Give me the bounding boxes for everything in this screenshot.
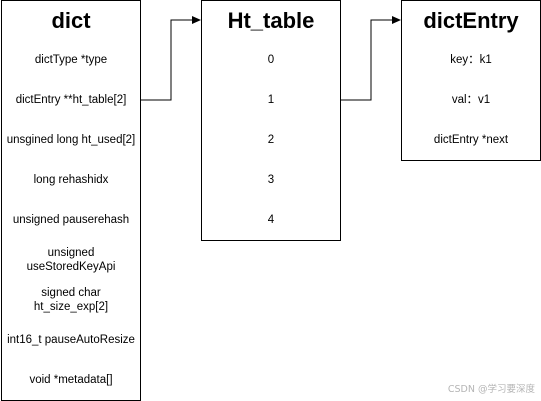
dict-field-ht-size-exp-text: signed char ht_size_exp[2] bbox=[33, 287, 109, 313]
ht-table-slot-3-text: 3 bbox=[267, 174, 275, 186]
dict-field-metadata: void *metadata[] bbox=[1, 360, 141, 401]
dict-field-metadata-text: void *metadata[] bbox=[29, 374, 113, 386]
ht-table-slot-0-text: 0 bbox=[267, 54, 275, 66]
dict-field-ht-used-text: unsgined long ht_used[2] bbox=[6, 134, 136, 146]
ht-table-slot-3: 3 bbox=[201, 160, 341, 201]
ht-table-slot-2-text: 2 bbox=[267, 134, 275, 146]
dict-field-ht-table: dictEntry **ht_table[2] bbox=[1, 80, 141, 121]
dict-field-pauserehash: unsigned pauserehash bbox=[1, 200, 141, 241]
dict-field-pauserehash-text: unsigned pauserehash bbox=[12, 214, 130, 226]
ht-table-slot-1-text: 1 bbox=[267, 94, 275, 106]
dict-field-ht-table-text: dictEntry **ht_table[2] bbox=[15, 94, 127, 106]
ht-table-slot-4-text: 4 bbox=[267, 214, 275, 226]
dict-field-pause-auto-resize-text: int16_t pauseAutoResize bbox=[7, 334, 135, 346]
dict-entry-val-text: val：v1 bbox=[451, 94, 491, 106]
dict-title-text: dict bbox=[51, 7, 91, 33]
dict-entry-key: key：k1 bbox=[401, 40, 541, 81]
dict-field-use-stored-key-api-text: unsigned useStoredKeyApi bbox=[26, 247, 116, 273]
ht-table-slot-0: 0 bbox=[201, 40, 341, 81]
dict-entry-next: dictEntry *next bbox=[401, 120, 541, 161]
dict-entry-title: dictEntry bbox=[401, 0, 541, 41]
arrow-dict-to-ht-table bbox=[141, 16, 201, 101]
dict-field-pause-auto-resize: int16_t pauseAutoResize bbox=[1, 320, 141, 361]
dict-field-rehashidx-text: long rehashidx bbox=[33, 174, 109, 186]
dict-entry-next-text: dictEntry *next bbox=[433, 134, 509, 146]
arrow-ht-table-to-dict-entry bbox=[341, 16, 401, 101]
dict-entry-val: val：v1 bbox=[401, 80, 541, 121]
dict-entry-title-text: dictEntry bbox=[423, 7, 519, 33]
dict-entry-key-text: key：k1 bbox=[450, 54, 492, 66]
dict-field-rehashidx: long rehashidx bbox=[1, 160, 141, 201]
watermark: CSDN @学习要深度 bbox=[447, 384, 535, 395]
ht-table-slot-1: 1 bbox=[201, 80, 341, 121]
dict-field-ht-used: unsgined long ht_used[2] bbox=[1, 120, 141, 161]
dict-field-type: dictType *type bbox=[1, 40, 141, 81]
ht-table-slot-2: 2 bbox=[201, 120, 341, 161]
dict-field-use-stored-key-api: unsigned useStoredKeyApi bbox=[1, 240, 141, 281]
dict-field-ht-size-exp: signed char ht_size_exp[2] bbox=[1, 280, 141, 321]
ht-table-slot-4: 4 bbox=[201, 200, 341, 241]
dict-field-type-text: dictType *type bbox=[34, 54, 108, 66]
dict-title: dict bbox=[1, 0, 141, 41]
ht-table-title: Ht_table bbox=[201, 0, 341, 41]
ht-table-title-text: Ht_table bbox=[227, 7, 315, 33]
